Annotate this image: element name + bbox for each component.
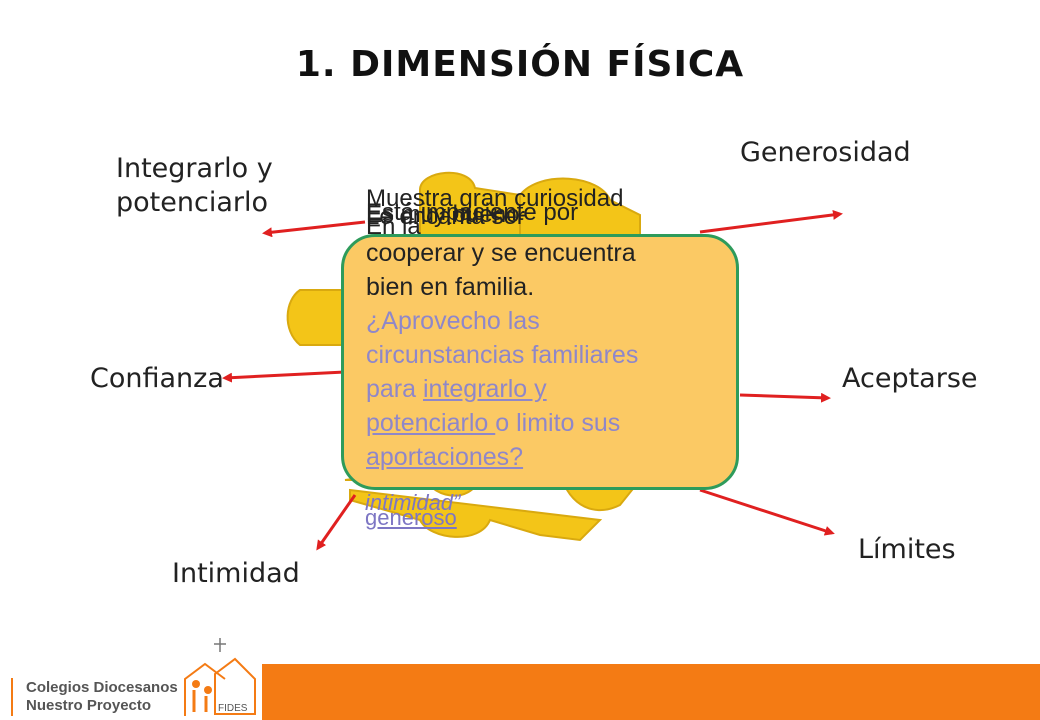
callout-question-3: para integrarlo y	[366, 372, 726, 406]
label-intimidad: Intimidad	[172, 558, 300, 589]
label-integrarlo-line1: Integrarlo y	[116, 153, 273, 184]
overlap-text-2: Está impaciente por	[366, 199, 579, 226]
overlap-small-2[interactable]: generoso	[365, 505, 457, 530]
callout-question-1: ¿Aprovecho las	[366, 307, 540, 335]
callout-line-2: bien en familia.	[366, 273, 535, 301]
footer-bar	[262, 664, 1040, 720]
overlap-small-1: intimidad”	[365, 490, 461, 515]
logo-icon	[11, 638, 256, 716]
arrow-integrarlo	[262, 220, 366, 238]
link-potenciarlo[interactable]: potenciarlo	[366, 409, 496, 437]
callout-line-1: cooperar y se encuentra	[366, 239, 636, 267]
slide-title: 1. DIMENSIÓN FÍSICA	[295, 44, 745, 85]
overlap-text-4: Le encanta ser	[366, 203, 525, 230]
callout-question-2: circunstancias familiares	[366, 341, 639, 369]
overlap-text-3: Es muy bueno-	[366, 201, 528, 228]
callout-question-5: aportaciones?	[366, 440, 726, 474]
overlap-text-1: Muestra gran curiosidad	[366, 185, 624, 212]
brand-line-2: Nuestro Proyecto	[26, 697, 152, 714]
label-aceptarse: Aceptarse	[842, 363, 978, 394]
callout-text: cooperar y se encuentra bien en familia.…	[366, 236, 726, 474]
callout-question-4: potenciarlo o limito sus	[366, 406, 726, 440]
callout-box	[341, 234, 739, 490]
arrow-intimidad	[316, 494, 357, 551]
callout-q3-pre: para	[366, 375, 423, 403]
label-confianza: Confianza	[90, 363, 224, 394]
arrow-limites	[699, 488, 835, 536]
arrow-confianza	[222, 370, 346, 383]
link-integrarlo[interactable]: integrarlo y	[422, 375, 547, 403]
brand-line-1: Colegios Diocesanos	[26, 679, 178, 696]
label-generosidad: Generosidad	[740, 137, 911, 168]
callout-q4-post: o limito sus	[495, 409, 621, 437]
fides-label: FIDES	[218, 703, 248, 714]
label-integrarlo-line2: potenciarlo	[116, 187, 268, 218]
label-limites: Límites	[858, 534, 956, 565]
arrow-generosidad	[699, 209, 843, 234]
link-aportaciones[interactable]: aportaciones?	[366, 443, 524, 471]
label-integrarlo: Integrarlo y potenciarlo	[116, 152, 273, 220]
arrow-aceptarse	[739, 392, 831, 403]
